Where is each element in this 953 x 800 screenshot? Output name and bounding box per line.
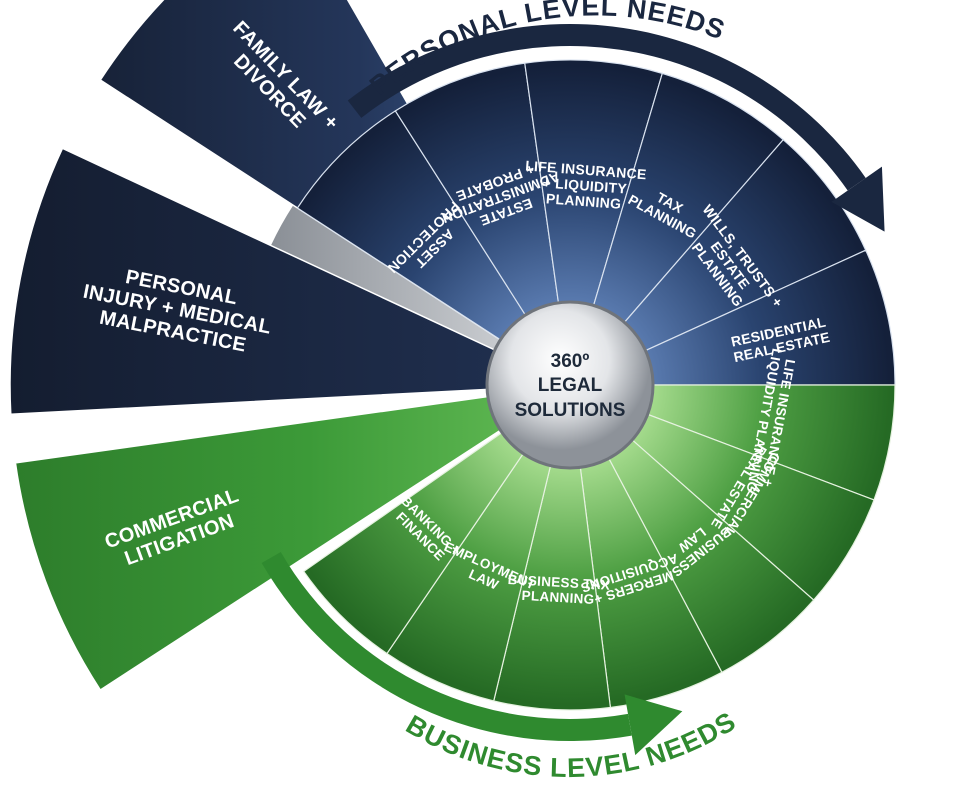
- direction-arrows: [261, 24, 885, 756]
- center-line-2: LEGAL: [538, 375, 603, 396]
- wheel-ring: [296, 59, 896, 711]
- center-line-3: SOLUTIONS: [515, 400, 626, 421]
- business-arrow-head: [624, 694, 683, 756]
- business-arrow-body: [261, 552, 632, 741]
- business-label-4-line: BUSINESS TAX: [507, 572, 610, 593]
- personal-arrow-body: [347, 24, 866, 191]
- personal-arrow-head: [831, 166, 885, 232]
- center-line-1: 360º: [551, 351, 590, 372]
- business-label-4-line: PLANNING: [521, 588, 595, 607]
- grey-beam-upper: [270, 205, 503, 352]
- center-hub: [485, 300, 655, 470]
- big-segments: [9, 0, 532, 692]
- personal-label-2-line: + LIQUIDITY: [542, 174, 628, 196]
- personal-label-2-line: PLANNING: [545, 190, 621, 212]
